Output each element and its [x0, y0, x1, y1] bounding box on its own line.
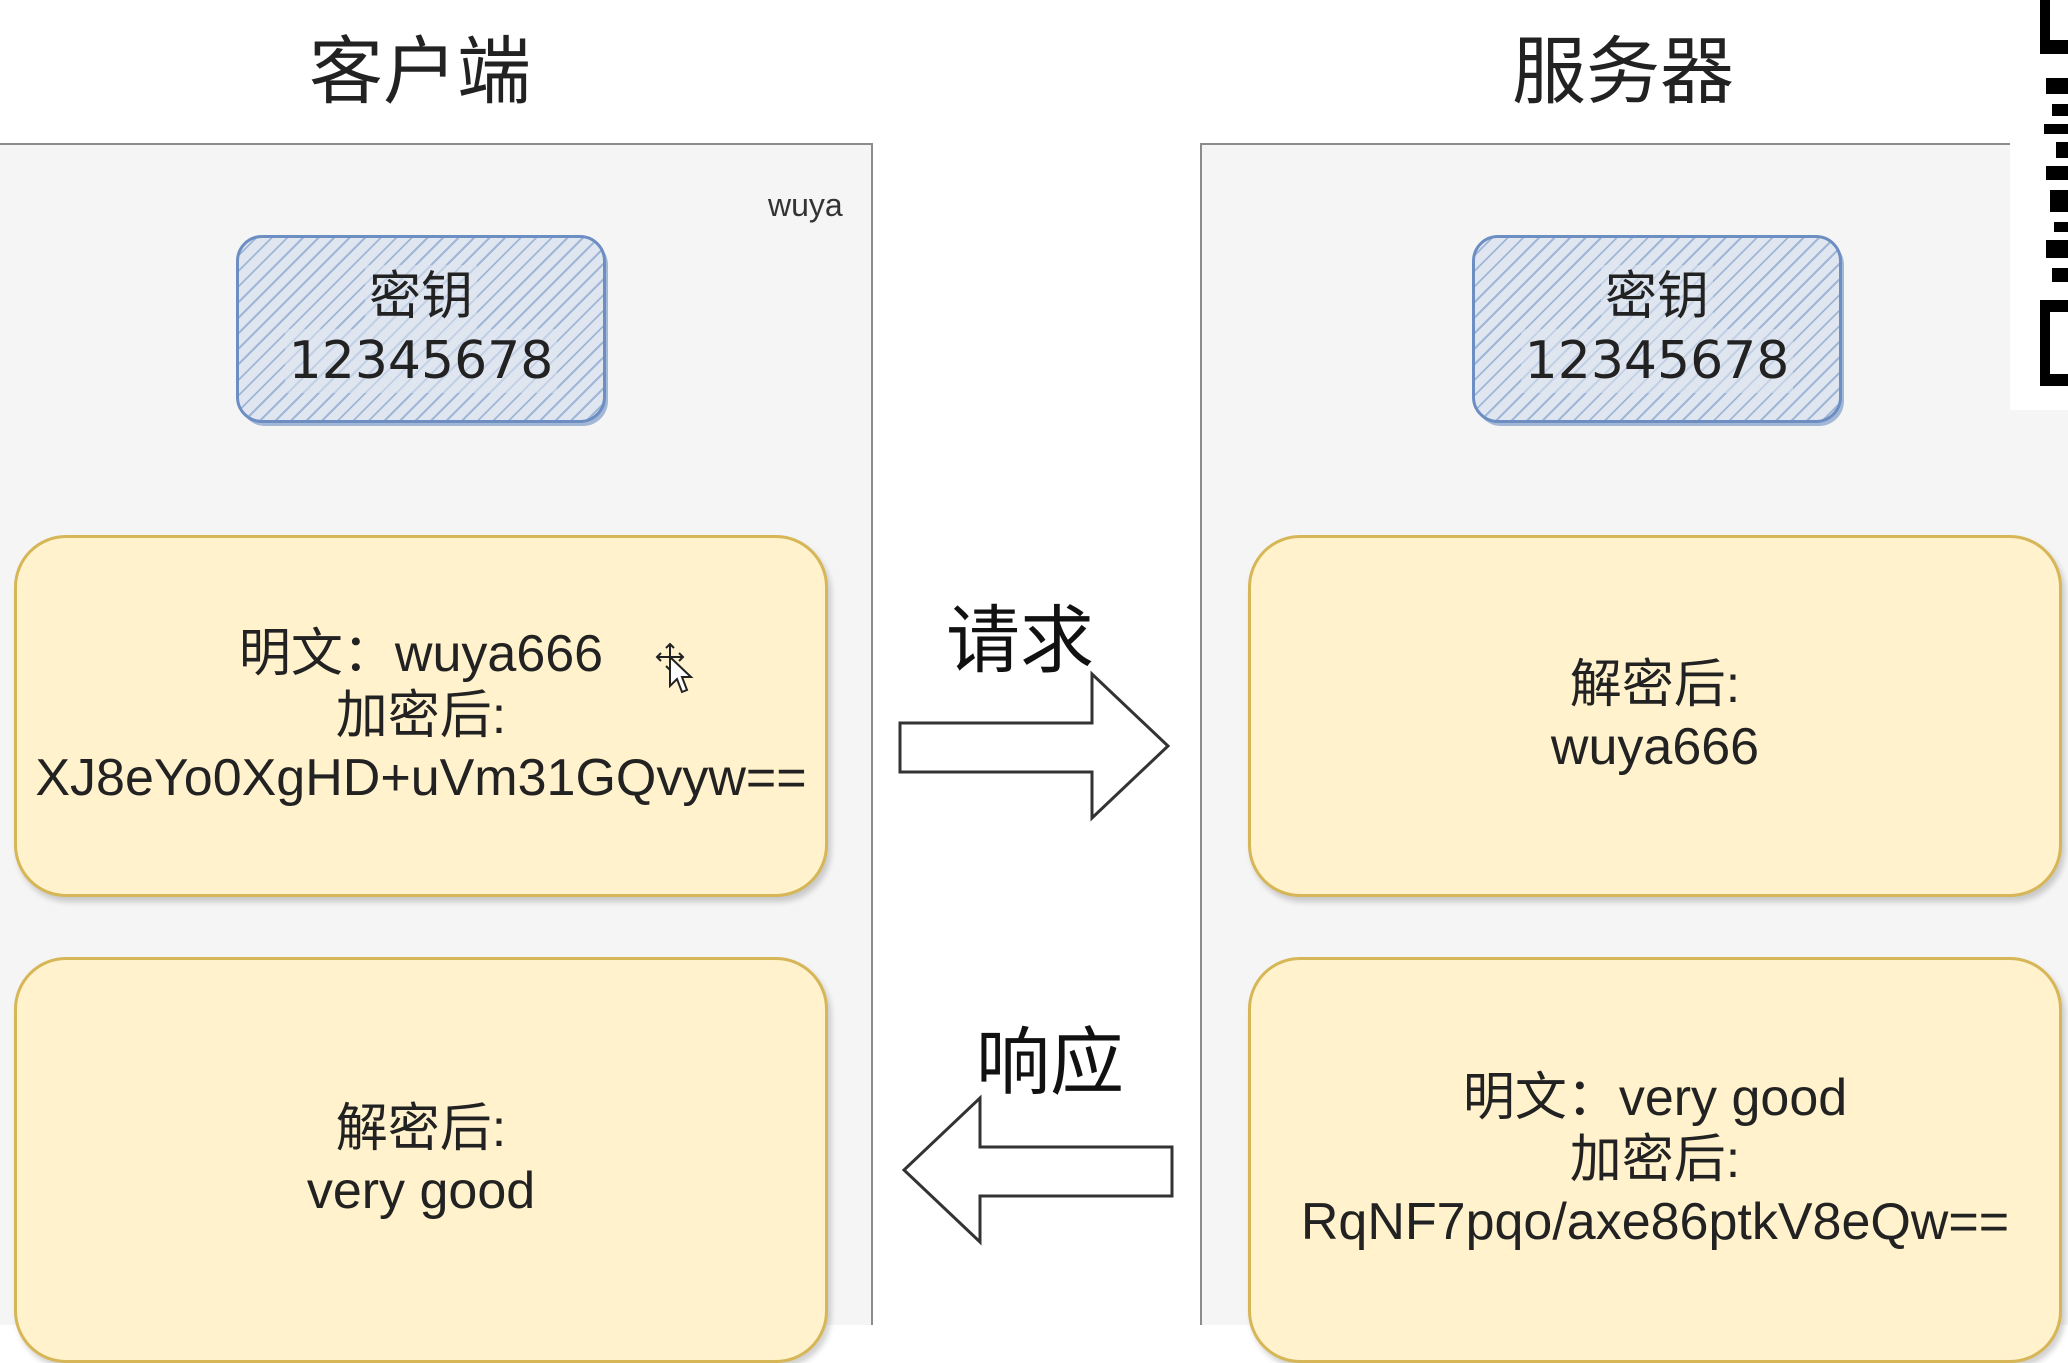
qr-code-icon — [2040, 0, 2068, 386]
client-key-label: 密钥 — [364, 265, 477, 329]
server-key-box: 密钥 12345678 — [1472, 235, 1842, 423]
client-encrypted-label: 加密后: — [335, 687, 507, 745]
response-label: 响应 — [976, 1020, 1124, 1106]
server-decrypted-label: 解密后: — [1569, 656, 1741, 714]
server-key-value: 12345678 — [1520, 329, 1794, 393]
client-panel: wuya 密钥 12345678 明文：wuya666 加密后: XJ8eYo0… — [0, 143, 873, 1363]
client-title: 客户端 — [309, 29, 531, 115]
server-ciphertext-line: RqNF7pqo/axe86ptkV8eQw== — [1300, 1193, 2010, 1251]
server-key-label: 密钥 — [1600, 265, 1713, 329]
qr-code-fragment — [2010, 0, 2068, 410]
move-cursor-icon — [655, 642, 694, 694]
request-arrow-shape — [898, 670, 1171, 822]
client-plaintext-line: 明文：wuya666 — [238, 625, 604, 683]
server-encrypted-label: 加密后: — [1569, 1131, 1741, 1189]
server-decrypt-box: 解密后: wuya666 — [1248, 535, 2062, 897]
client-decrypt-box: 解密后: very good — [14, 957, 828, 1363]
client-decrypted-label: 解密后: — [335, 1100, 507, 1158]
request-arrow — [898, 670, 1171, 822]
response-arrow — [901, 1094, 1174, 1246]
request-label: 请求 — [946, 598, 1094, 684]
server-panel: 密钥 12345678 解密后: wuya666 明文：very good 加密… — [1200, 143, 2068, 1363]
server-title: 服务器 — [1512, 29, 1734, 115]
server-decrypted-value: wuya666 — [1550, 718, 1760, 776]
client-key-box: 密钥 12345678 — [236, 235, 606, 423]
client-key-value: 12345678 — [284, 329, 558, 393]
watermark-text: wuya — [768, 187, 843, 223]
server-encrypt-box: 明文：very good 加密后: RqNF7pqo/axe86ptkV8eQw… — [1248, 957, 2062, 1363]
response-arrow-shape — [901, 1094, 1174, 1246]
client-decrypted-value: very good — [306, 1162, 536, 1220]
client-ciphertext-line: XJ8eYo0XgHD+uVm31GQvyw== — [35, 749, 807, 807]
server-plaintext-line: 明文：very good — [1462, 1069, 1848, 1127]
client-encrypt-box: 明文：wuya666 加密后: XJ8eYo0XgHD+uVm31GQvyw== — [14, 535, 828, 897]
